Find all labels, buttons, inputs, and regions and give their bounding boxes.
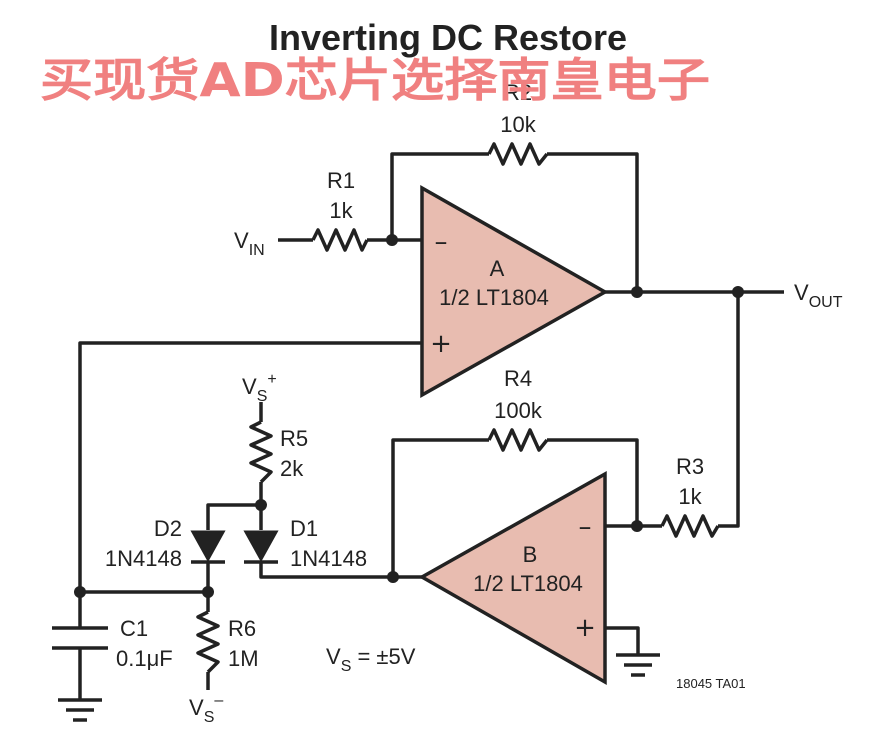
r2-value: 10k <box>500 112 536 137</box>
opamp-a <box>420 184 609 398</box>
opamp-b-plus-label: + <box>574 613 596 643</box>
r5-ref: R5 <box>280 426 308 451</box>
watermark-text: 买现货AD芯片选择南皇电子 <box>40 53 710 107</box>
ground-symbol-opamp-b <box>616 653 660 677</box>
junction-dots <box>74 234 744 598</box>
vs-minus-label: VS– <box>189 692 223 726</box>
r5-value: 2k <box>280 456 304 481</box>
opamp-a-minus-label: – <box>435 227 448 257</box>
opamp-b-minus-label: – <box>579 512 592 542</box>
r4-value: 100k <box>494 398 543 423</box>
c1-value: 0.1μF <box>116 646 173 671</box>
d2-diode <box>190 530 226 564</box>
r4-ref: R4 <box>504 366 532 391</box>
r1-resistor <box>311 228 369 252</box>
opamp-b-part: 1/2 LT1804 <box>473 571 583 596</box>
r2-ref: R2 <box>504 80 532 105</box>
d1-ref: D1 <box>290 516 318 541</box>
opamp-a-name: A <box>490 256 505 281</box>
r3-ref: R3 <box>676 454 704 479</box>
r3-value: 1k <box>678 484 702 509</box>
diagram-title: Inverting DC Restore <box>269 17 627 58</box>
r6-ref: R6 <box>228 616 256 641</box>
r1-ref: R1 <box>327 168 355 193</box>
r3-resistor <box>660 514 720 538</box>
c1-capacitor <box>52 626 108 650</box>
opamp-a-part: 1/2 LT1804 <box>439 285 549 310</box>
r6-value: 1M <box>228 646 259 671</box>
r1-value: 1k <box>329 198 353 223</box>
supply-voltage-label: VS = ±5V <box>326 644 416 675</box>
opamp-a-plus-label: + <box>430 329 452 359</box>
d2-ref: D2 <box>154 516 182 541</box>
r2-resistor <box>487 142 549 166</box>
r4-resistor <box>487 428 549 452</box>
vout-label: VOUT <box>794 280 843 311</box>
c1-ref: C1 <box>120 616 148 641</box>
vin-label: VIN <box>234 228 265 259</box>
r6-resistor <box>196 610 220 674</box>
figure-id: 18045 TA01 <box>676 676 746 691</box>
ground-symbol-c1 <box>58 698 102 722</box>
r5-resistor <box>249 420 273 484</box>
d2-part: 1N4148 <box>105 546 182 571</box>
opamp-b-name: B <box>523 542 538 567</box>
vs-plus-label: VS+ <box>242 371 277 405</box>
d1-part: 1N4148 <box>290 546 367 571</box>
d1-diode <box>243 530 279 564</box>
opamp-b <box>418 471 607 686</box>
